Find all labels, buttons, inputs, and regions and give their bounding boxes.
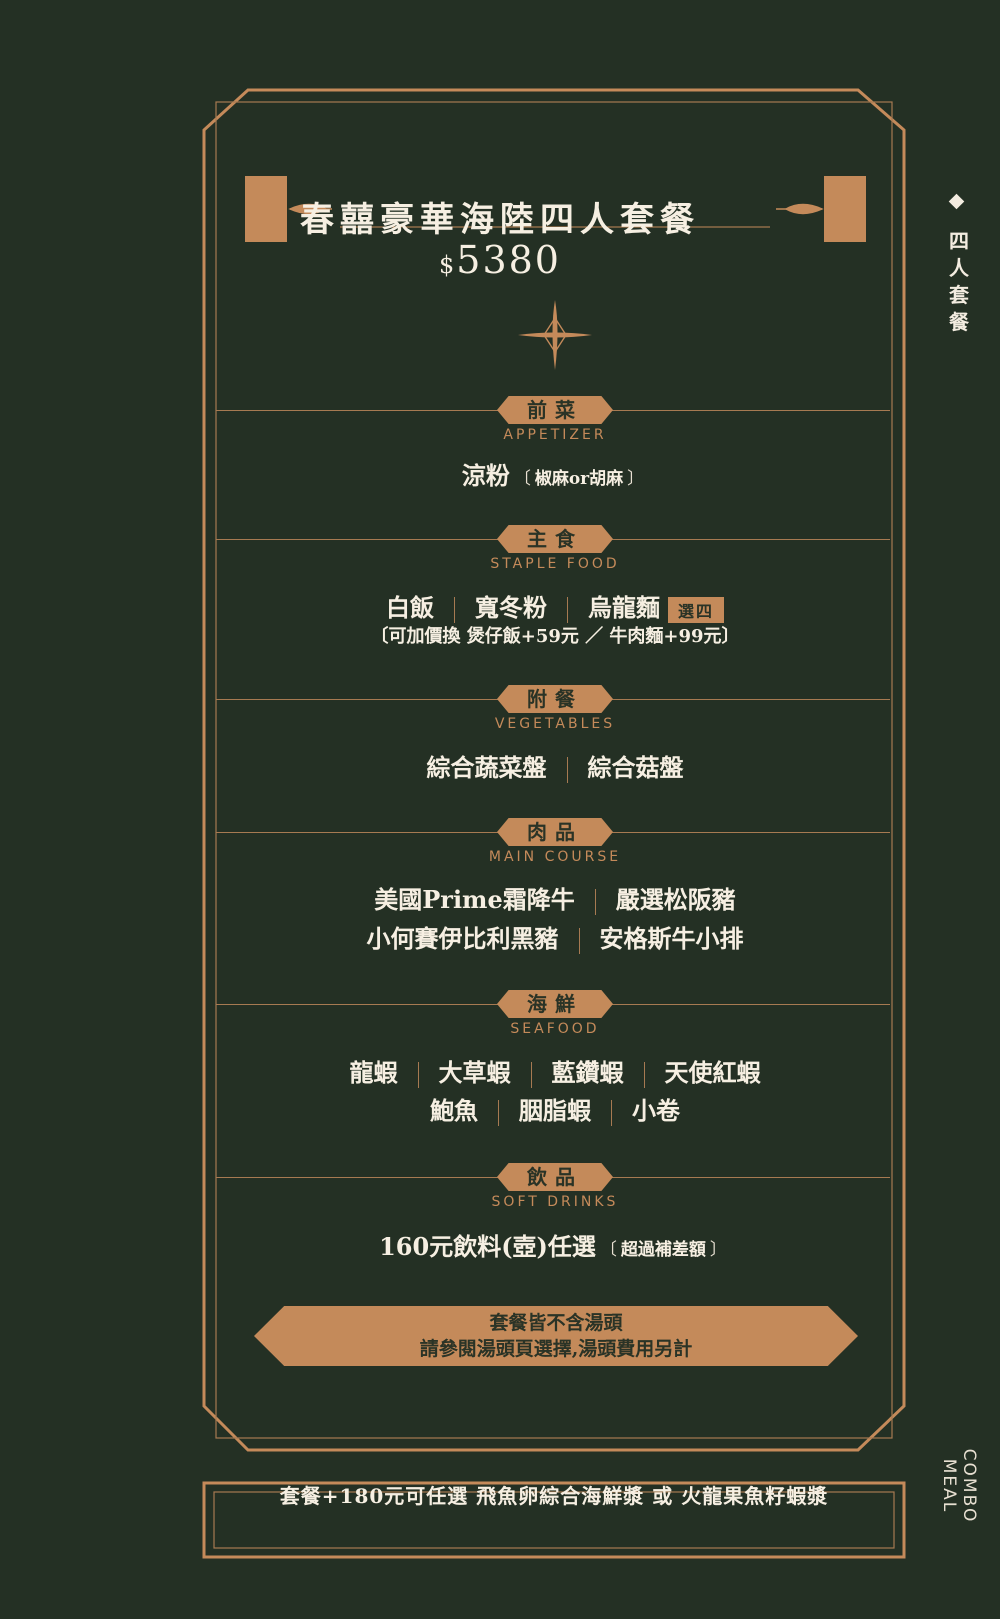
title-flourish: [288, 203, 824, 228]
side-label-cn: 四人套餐: [949, 229, 969, 334]
menu-item: 綜合蔬菜盤: [426, 753, 547, 782]
section-badge-staple: 主食: [497, 525, 613, 553]
section-en-seafood: SEAFOOD: [510, 1021, 600, 1037]
seafood-row-2: 鮑魚 胭脂蝦 小卷: [0, 1091, 1000, 1126]
menu-item: 小何賽伊比利黑豬: [366, 924, 559, 953]
section-badge-vegetables: 附餐: [497, 685, 613, 713]
price-currency: $: [439, 251, 457, 279]
banner-line-1: 套餐皆不含湯頭: [489, 1312, 623, 1334]
section-en-main: MAIN COURSE: [488, 849, 622, 865]
addon-note: 套餐+180元可任選 飛魚卵綜合海鮮漿 或 火龍果魚籽蝦漿: [279, 1484, 829, 1508]
appetizer-row: 涼粉〔椒麻or胡麻〕: [461, 461, 645, 490]
section-badge-seafood: 海鮮: [497, 990, 613, 1018]
seafood-row-1: 龍蝦 大草蝦 藍鑽蝦 天使紅蝦: [0, 1053, 1000, 1088]
title-bar-right: [824, 176, 866, 242]
vegetables-row: 綜合蔬菜盤 綜合菇盤: [0, 748, 1000, 783]
menu-title: 春囍豪華海陸四人套餐: [300, 200, 700, 240]
section-en-staple: STAPLE FOOD: [490, 556, 620, 572]
staple-upgrade-note: 〔可加價換 煲仔飯+59元 ／ 牛肉麵+99元〕: [370, 626, 740, 647]
menu-item: 天使紅蝦: [664, 1058, 761, 1087]
menu-item: 烏龍麵: [587, 593, 660, 622]
item-note: 椒麻or胡麻: [534, 469, 624, 489]
section-badge-drinks: 飲品: [497, 1163, 613, 1191]
soup-notice-banner: 套餐皆不含湯頭 請參閱湯頭頁選擇,湯頭費用另計: [254, 1306, 858, 1366]
menu-item: 鮑魚: [430, 1096, 478, 1125]
menu-item: 美國Prime霜降牛: [374, 885, 575, 914]
menu-item: 龍蝦: [349, 1058, 398, 1087]
side-label-en: COMBO MEAL: [939, 1448, 979, 1524]
menu-item: 安格斯牛小排: [599, 924, 744, 953]
price-amount: 5380: [456, 238, 561, 282]
section-en-drinks: SOFT DRINKS: [491, 1194, 619, 1210]
star-ornament: [518, 300, 592, 370]
section-badge-main: 肉品: [497, 818, 613, 846]
menu-item: 小卷: [632, 1096, 680, 1125]
banner-line-2: 請參閱湯頭頁選擇,湯頭費用另計: [419, 1338, 693, 1360]
section-badge-appetizer: 前菜: [497, 396, 613, 424]
menu-item: 嚴選松阪豬: [615, 885, 736, 914]
section-en-appetizer: APPETIZER: [503, 427, 607, 443]
menu-item: 大草蝦: [438, 1058, 511, 1087]
item-note: 超過補差額: [620, 1240, 706, 1260]
menu-price: $5380: [0, 238, 1000, 282]
staple-row: 白飯 寬冬粉 烏龍麵選四: [0, 588, 1000, 623]
title-bar-left: [245, 176, 287, 242]
menu-item: 涼粉: [461, 461, 510, 490]
section-en-vegetables: VEGETABLES: [494, 716, 616, 732]
drinks-row: 160元飲料(壺)任選〔超過補差額〕: [379, 1232, 727, 1261]
main-row-2: 小何賽伊比利黑豬 安格斯牛小排: [0, 919, 1000, 954]
menu-item: 寬冬粉: [474, 593, 547, 622]
menu-item: 白飯: [385, 593, 434, 622]
choose-tag: 選四: [667, 596, 724, 623]
menu-item: 藍鑽蝦: [551, 1058, 624, 1087]
menu-item: 160元飲料(壺)任選: [379, 1232, 596, 1261]
main-row-1: 美國Prime霜降牛 嚴選松阪豬: [0, 880, 1000, 915]
menu-item: 綜合菇盤: [587, 753, 684, 782]
menu-item: 胭脂蝦: [519, 1096, 591, 1125]
